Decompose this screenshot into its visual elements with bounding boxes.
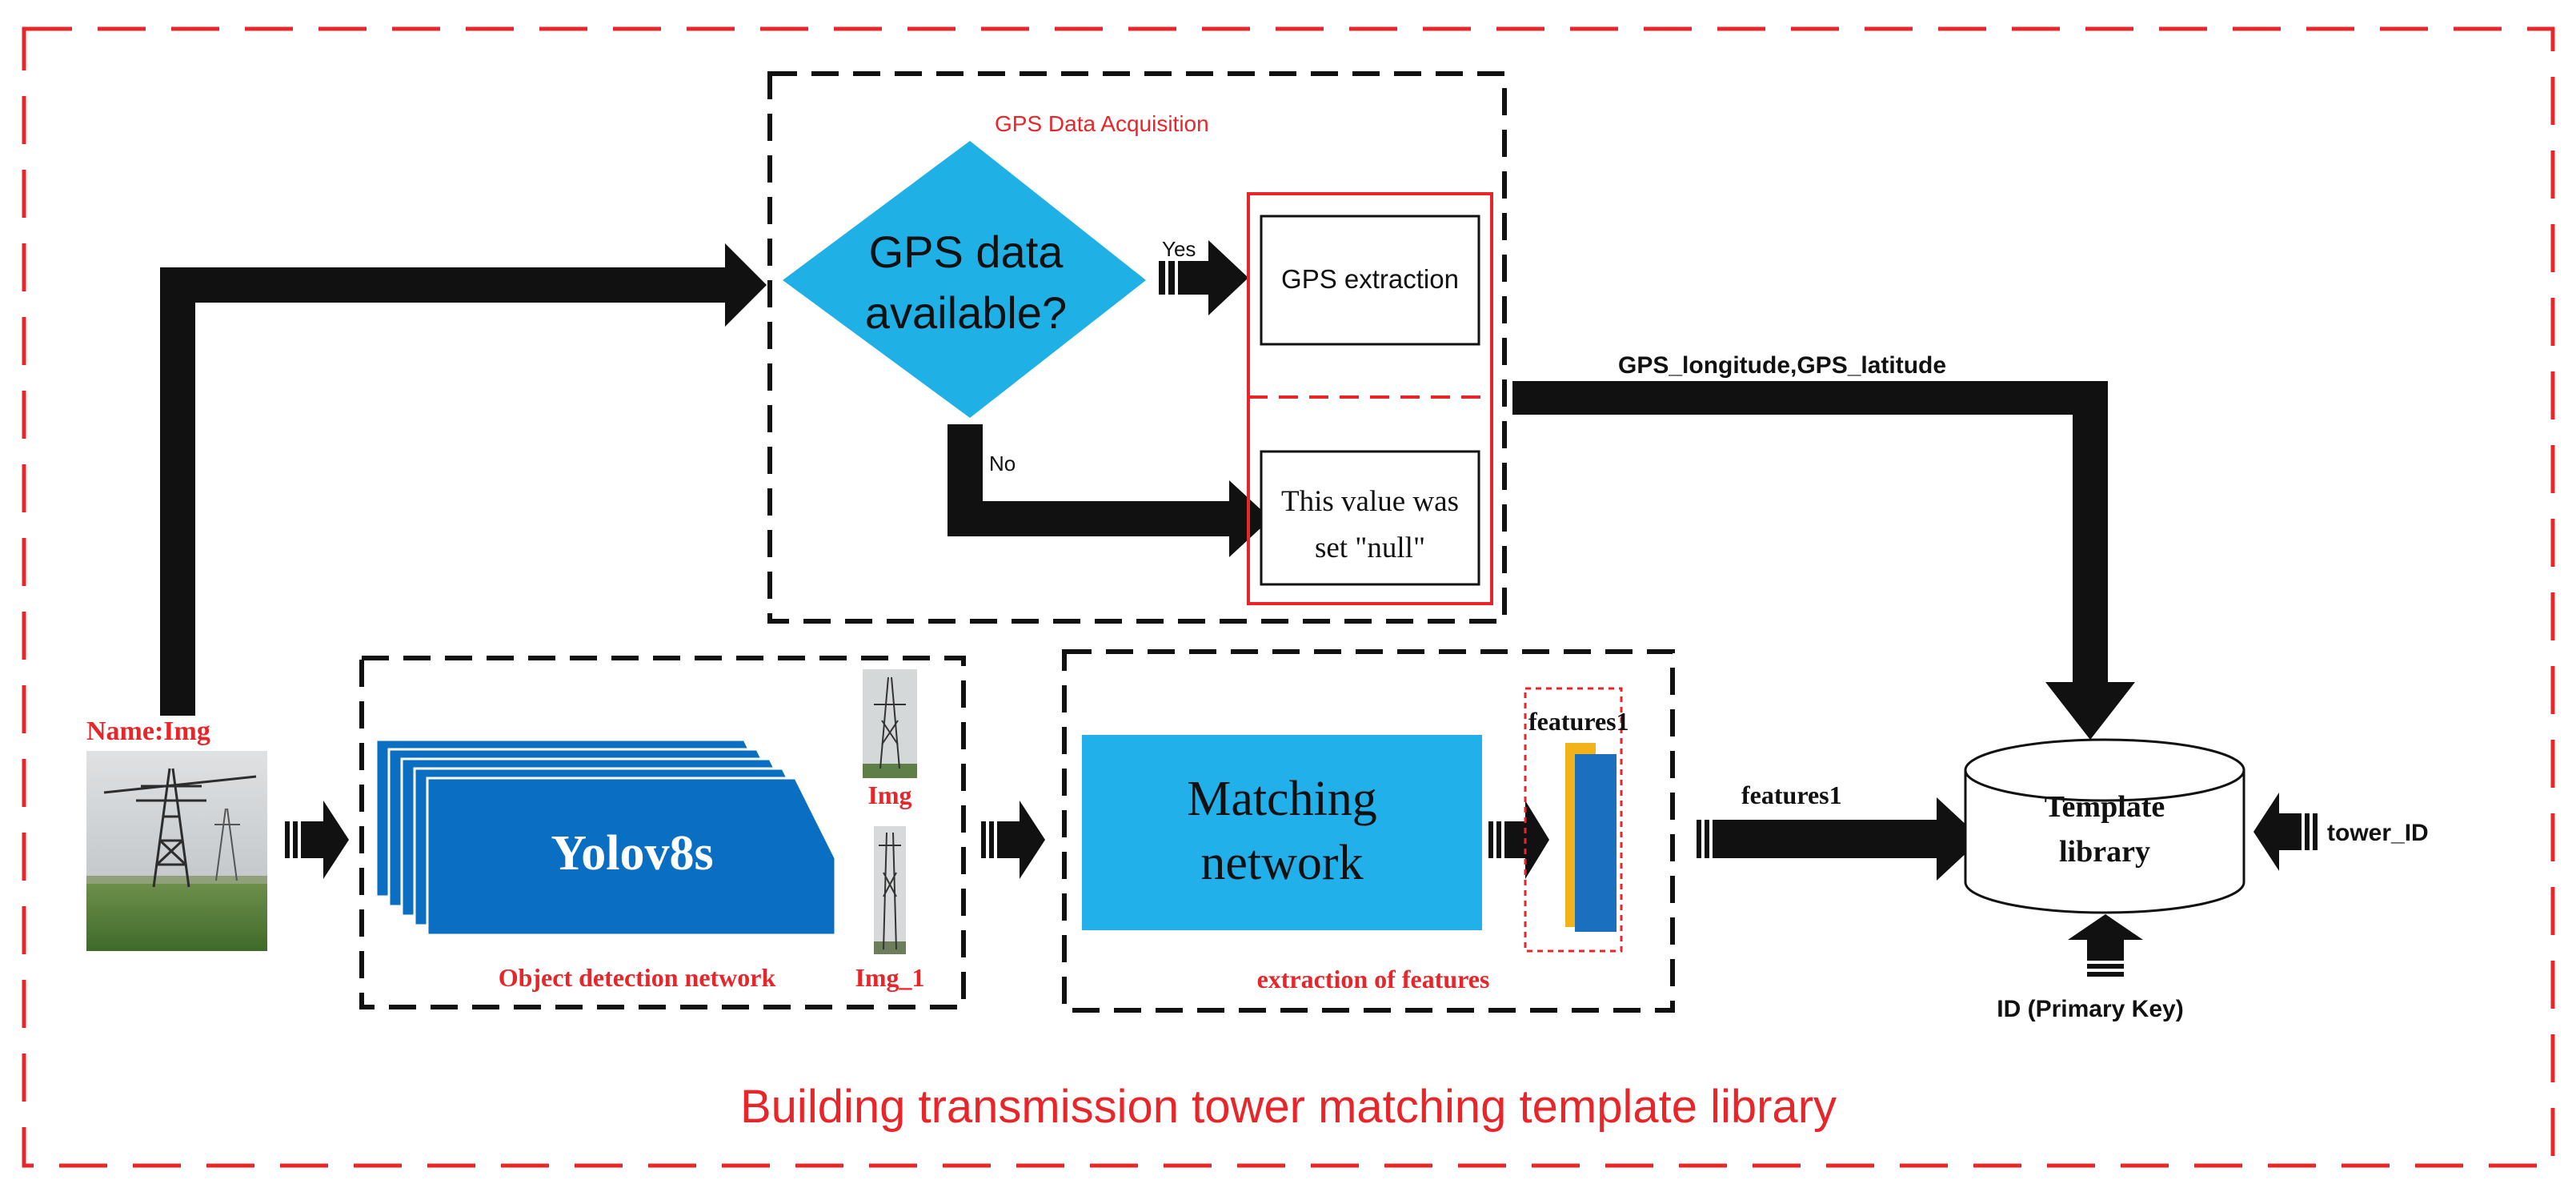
no-arrow bbox=[947, 424, 1271, 557]
matching-network-line2: network bbox=[1200, 836, 1363, 890]
matching-network-line1: Matching bbox=[1187, 772, 1377, 826]
crop-image-1-label: Img bbox=[867, 781, 911, 809]
features-to-library-arrow bbox=[1697, 797, 1981, 881]
crop-image-2-label: Img_1 bbox=[855, 963, 924, 992]
feature-vector-frame bbox=[1524, 687, 1623, 953]
yolo-label: Yolov8s bbox=[551, 826, 713, 881]
template-library-line1: Template bbox=[2045, 790, 2165, 824]
primary-key-label: ID (Primary Key) bbox=[1997, 996, 2183, 1022]
gps-null-box bbox=[1260, 450, 1480, 586]
yes-label: Yes bbox=[1162, 237, 1196, 261]
outer-frame bbox=[22, 26, 2555, 1168]
gps-extraction-label: GPS extraction bbox=[1281, 264, 1459, 294]
matching-section-box bbox=[1062, 649, 1675, 1013]
yolo-stack bbox=[375, 738, 837, 937]
input-image-label: Name:Img bbox=[86, 716, 210, 746]
gps-section-label: GPS Data Acquisition bbox=[995, 111, 1209, 136]
features-arrow-label: features1 bbox=[1741, 781, 1842, 809]
input-image bbox=[86, 751, 267, 951]
image-to-gps-arrow bbox=[160, 243, 767, 716]
tower-id-arrow bbox=[2253, 793, 2318, 871]
no-label: No bbox=[989, 452, 1016, 476]
gps-extraction-box bbox=[1260, 215, 1480, 346]
detection-caption: Object detection network bbox=[499, 963, 776, 992]
diagram-title: Building transmission tower matching tem… bbox=[740, 1081, 1837, 1133]
feature-vector-label: features1 bbox=[1528, 707, 1629, 736]
decision-text-line1: GPS data bbox=[869, 227, 1064, 277]
feature-vector-blue bbox=[1575, 754, 1617, 932]
primary-key-arrow bbox=[2068, 914, 2143, 977]
gps-null-line1: This value was bbox=[1281, 485, 1459, 518]
tower-id-label: tower_ID bbox=[2327, 820, 2429, 846]
yes-arrow bbox=[1159, 240, 1248, 315]
template-library-line2: library bbox=[2059, 835, 2150, 869]
matching-to-features-arrow bbox=[1488, 801, 1549, 879]
decision-text-line2: available? bbox=[865, 287, 1067, 338]
detection-to-matching-arrow bbox=[981, 801, 1045, 879]
gps-section-box bbox=[767, 71, 1507, 624]
gps-decision-diamond bbox=[783, 141, 1146, 418]
matching-network-block bbox=[1082, 735, 1482, 930]
crop-image-1 bbox=[863, 669, 917, 778]
gps-output-label: GPS_longitude,GPS_latitude bbox=[1618, 352, 1946, 379]
gps-output-arrow bbox=[1512, 381, 2135, 740]
detection-section-box bbox=[359, 656, 966, 1009]
gps-null-line2: set "null" bbox=[1315, 532, 1425, 564]
matching-caption: extraction of features bbox=[1257, 965, 1490, 993]
crop-image-2 bbox=[874, 826, 906, 954]
input-to-detection-arrow bbox=[285, 801, 349, 879]
template-library-cylinder bbox=[1964, 738, 2245, 914]
